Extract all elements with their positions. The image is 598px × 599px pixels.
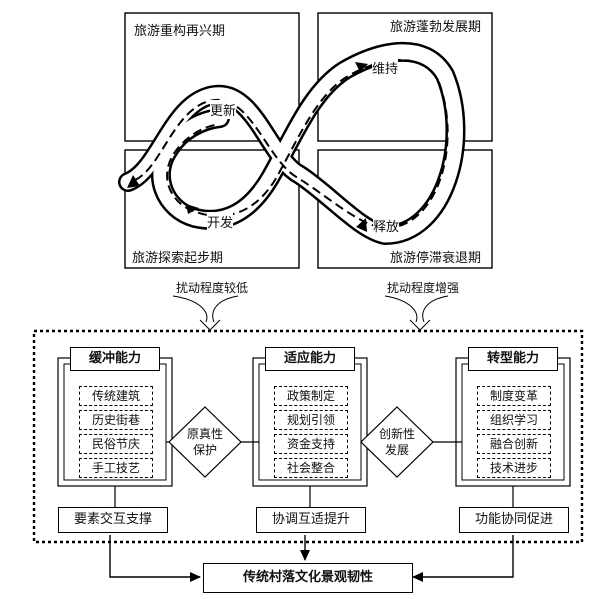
- quadrant-top-left: [124, 12, 300, 142]
- disturbance-arrow-high: [384, 295, 418, 323]
- arrow-right-to-result: [412, 535, 514, 582]
- cycle-label-maintain: 维持: [372, 58, 399, 77]
- loop-arrow-3: [356, 218, 367, 232]
- disturbance-low-label: 扰动程度较低: [176, 281, 249, 295]
- connector-left-line1: 原真性: [186, 427, 223, 441]
- capability-item: 传统建筑: [79, 386, 153, 406]
- quadrant-bottom-right: [317, 149, 493, 269]
- quadrant-top-right: [317, 12, 493, 142]
- result-box: 传统村落文化景观韧性: [203, 563, 413, 593]
- footer-adapt: 协调互适提升: [256, 507, 366, 533]
- capability-item: 历史街巷: [79, 410, 153, 430]
- capability-title-adapt: 适应能力: [265, 347, 355, 371]
- capability-item: 融合创新: [477, 434, 551, 454]
- quadrant-label-top-right: 旅游蓬勃发展期: [390, 20, 482, 35]
- footer-buffer: 要素交互支撑: [58, 507, 168, 533]
- diamond-right: [360, 406, 434, 478]
- diamond-left: [168, 406, 242, 478]
- cycle-label-renewal: 更新: [210, 100, 237, 119]
- cycle-label-develop: 开发: [207, 212, 234, 231]
- connector-left-line2: 保护: [192, 443, 217, 457]
- loop-arrow-1: [127, 175, 140, 188]
- capability-item: 规划引领: [274, 410, 348, 430]
- capability-item: 社会整合: [274, 458, 348, 478]
- disturbance-high-label: 扰动程度增强: [387, 281, 460, 295]
- capability-item: 民俗节庆: [79, 434, 153, 454]
- connector-right-line2: 发展: [384, 443, 409, 457]
- capability-item: 技术进步: [477, 458, 551, 478]
- disturbance-arrow-low: [172, 295, 208, 323]
- capability-item: 制度变革: [477, 386, 551, 406]
- infinity-loop: [118, 41, 466, 246]
- cycle-label-release: 释放: [373, 216, 400, 235]
- quadrant-label-bottom-left: 旅游探索起步期: [132, 251, 224, 266]
- capability-item: 政策制定: [274, 386, 348, 406]
- capability-title-buffer: 缓冲能力: [70, 347, 160, 371]
- connector-right-text: 创新性 发展: [369, 426, 425, 458]
- capability-item: 手工技艺: [79, 458, 153, 478]
- loop-arrow-2: [355, 62, 368, 72]
- quadrant-label-top-left: 旅游重构再兴期: [134, 24, 226, 39]
- connector-left-text: 原真性 保护: [177, 426, 233, 458]
- capability-frame: [32, 329, 584, 544]
- loop-arrow-4: [186, 204, 199, 214]
- footer-transform: 功能协同促进: [459, 507, 569, 533]
- quadrant-label-bottom-right: 旅游停滞衰退期: [390, 251, 482, 266]
- connector-right-line1: 创新性: [378, 427, 415, 441]
- arrow-left-to-result: [109, 535, 201, 582]
- quadrant-bottom-left: [124, 149, 300, 269]
- capability-item: 组织学习: [477, 410, 551, 430]
- capability-title-transform: 转型能力: [468, 347, 558, 371]
- capability-item: 资金支持: [274, 434, 348, 454]
